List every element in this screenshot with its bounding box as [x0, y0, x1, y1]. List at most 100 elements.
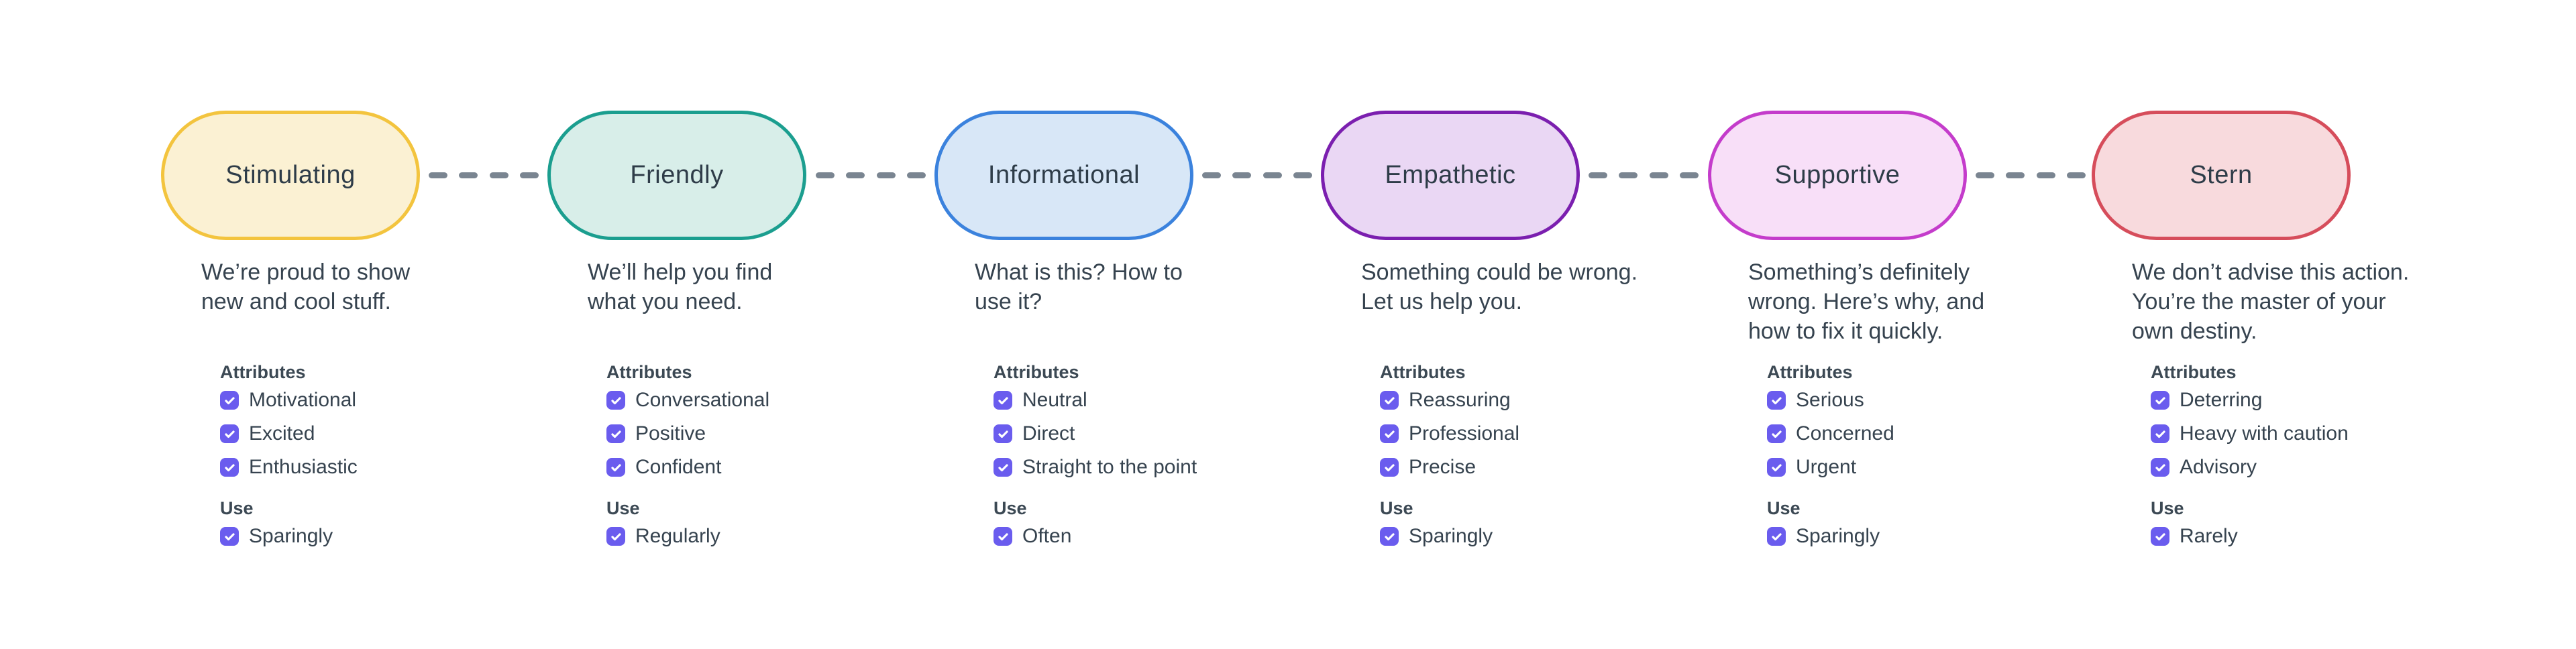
attribute-label: Precise — [1409, 456, 1477, 478]
dash — [459, 172, 478, 178]
use-section: Use Often — [994, 497, 1071, 560]
checkbox-checked[interactable] — [994, 458, 1012, 477]
attribute-row: Deterring — [2151, 389, 2349, 411]
checkbox-checked[interactable] — [2151, 527, 2169, 546]
tone-column-friendly: Friendly We’ll help you find what you ne… — [547, 0, 856, 649]
tone-pill-label: Stimulating — [225, 161, 356, 189]
description-line: What is this? How to — [975, 259, 1183, 285]
dash — [1619, 172, 1638, 178]
use-heading: Use — [994, 498, 1027, 518]
attributes-section: Attributes Neutral Direct Straight to th… — [994, 361, 1197, 491]
checkmark-icon — [997, 461, 1010, 474]
checkbox-checked[interactable] — [2151, 458, 2169, 477]
dash — [1293, 172, 1312, 178]
checkbox-checked[interactable] — [1767, 458, 1786, 477]
tone-pill: Informational — [934, 111, 1193, 240]
attributes-section: Attributes Conversational Positive Confi… — [606, 361, 769, 491]
dash — [2006, 172, 2025, 178]
use-heading: Use — [220, 498, 254, 518]
checkbox-checked[interactable] — [220, 391, 239, 410]
use-row: Sparingly — [220, 525, 333, 547]
dash — [489, 172, 508, 178]
description-line: We’ll help you find — [588, 259, 773, 285]
dash — [1649, 172, 1668, 178]
checkbox-checked[interactable] — [994, 527, 1012, 546]
use-label: Sparingly — [249, 525, 333, 547]
attribute-row: Straight to the point — [994, 456, 1197, 478]
description-line: new and cool stuff. — [201, 289, 391, 314]
checkbox-checked[interactable] — [1380, 458, 1399, 477]
checkbox-checked[interactable] — [994, 424, 1012, 443]
attribute-label: Concerned — [1796, 422, 1894, 445]
checkbox-checked[interactable] — [606, 527, 625, 546]
checkmark-icon — [610, 428, 623, 440]
checkmark-icon — [1383, 530, 1396, 543]
attribute-row: Heavy with caution — [2151, 422, 2349, 445]
description-line: You’re the master of your — [2132, 289, 2386, 314]
dash — [2036, 172, 2055, 178]
use-row: Often — [994, 525, 1071, 547]
attribute-row: Advisory — [2151, 456, 2349, 478]
checkmark-icon — [1770, 461, 1783, 474]
dash — [429, 172, 447, 178]
checkbox-checked[interactable] — [1380, 527, 1399, 546]
description-line: own destiny. — [2132, 318, 2257, 344]
tone-column-empathetic: Empathetic Something could be wrong. Let… — [1321, 0, 1638, 649]
tone-description: Something’s definitely wrong. Here’s why… — [1748, 257, 1984, 346]
checkbox-checked[interactable] — [1380, 391, 1399, 410]
checkmark-icon — [1770, 428, 1783, 440]
attributes-heading: Attributes — [1767, 362, 1853, 382]
attribute-label: Neutral — [1022, 389, 1087, 411]
checkmark-icon — [2154, 530, 2167, 543]
checkbox-checked[interactable] — [1767, 424, 1786, 443]
attributes-heading: Attributes — [2151, 362, 2237, 382]
checkbox-checked[interactable] — [1767, 527, 1786, 546]
attribute-label: Serious — [1796, 389, 1864, 411]
description-line: what you need. — [588, 289, 743, 314]
checkbox-checked[interactable] — [606, 424, 625, 443]
use-row: Rarely — [2151, 525, 2238, 547]
checkbox-checked[interactable] — [1380, 424, 1399, 443]
tone-pill-label: Friendly — [630, 161, 724, 189]
tone-column-stimulating: Stimulating We’re proud to show new and … — [161, 0, 470, 649]
use-section: Use Regularly — [606, 497, 720, 560]
checkmark-icon — [1383, 461, 1396, 474]
checkbox-checked[interactable] — [220, 424, 239, 443]
description-line: use it? — [975, 289, 1042, 314]
dash — [816, 172, 835, 178]
use-section: Use Sparingly — [1380, 497, 1493, 560]
checkmark-icon — [223, 428, 236, 440]
use-row: Sparingly — [1380, 525, 1493, 547]
description-line: wrong. Here’s why, and — [1748, 289, 1985, 314]
attributes-section: Attributes Reassuring Professional Preci… — [1380, 361, 1519, 491]
checkmark-icon — [997, 530, 1010, 543]
tone-pill-label: Empathetic — [1385, 161, 1516, 189]
use-row: Regularly — [606, 525, 720, 547]
attributes-heading: Attributes — [606, 362, 692, 382]
checkbox-checked[interactable] — [606, 391, 625, 410]
tone-description: We don’t advise this action. You’re the … — [2132, 257, 2409, 346]
attributes-heading: Attributes — [220, 362, 306, 382]
checkmark-icon — [223, 461, 236, 474]
dash — [1232, 172, 1252, 178]
tone-description: We’ll help you find what you need. — [588, 257, 772, 316]
checkbox-checked[interactable] — [220, 458, 239, 477]
checkmark-icon — [610, 461, 623, 474]
connector-dashed-line — [1976, 172, 2086, 178]
dash — [1202, 172, 1221, 178]
dash — [519, 172, 539, 178]
checkbox-checked[interactable] — [606, 458, 625, 477]
dash — [1976, 172, 1994, 178]
checkbox-checked[interactable] — [1767, 391, 1786, 410]
description-line: Let us help you. — [1361, 289, 1523, 314]
checkbox-checked[interactable] — [994, 391, 1012, 410]
checkmark-icon — [2154, 394, 2167, 407]
description-line: Something could be wrong. — [1361, 259, 1638, 285]
checkbox-checked[interactable] — [220, 527, 239, 546]
attribute-label: Reassuring — [1409, 389, 1511, 411]
checkbox-checked[interactable] — [2151, 391, 2169, 410]
checkmark-icon — [1383, 394, 1396, 407]
description-line: how to fix it quickly. — [1748, 318, 1943, 344]
checkbox-checked[interactable] — [2151, 424, 2169, 443]
description-line: Something’s definitely — [1748, 259, 1970, 285]
